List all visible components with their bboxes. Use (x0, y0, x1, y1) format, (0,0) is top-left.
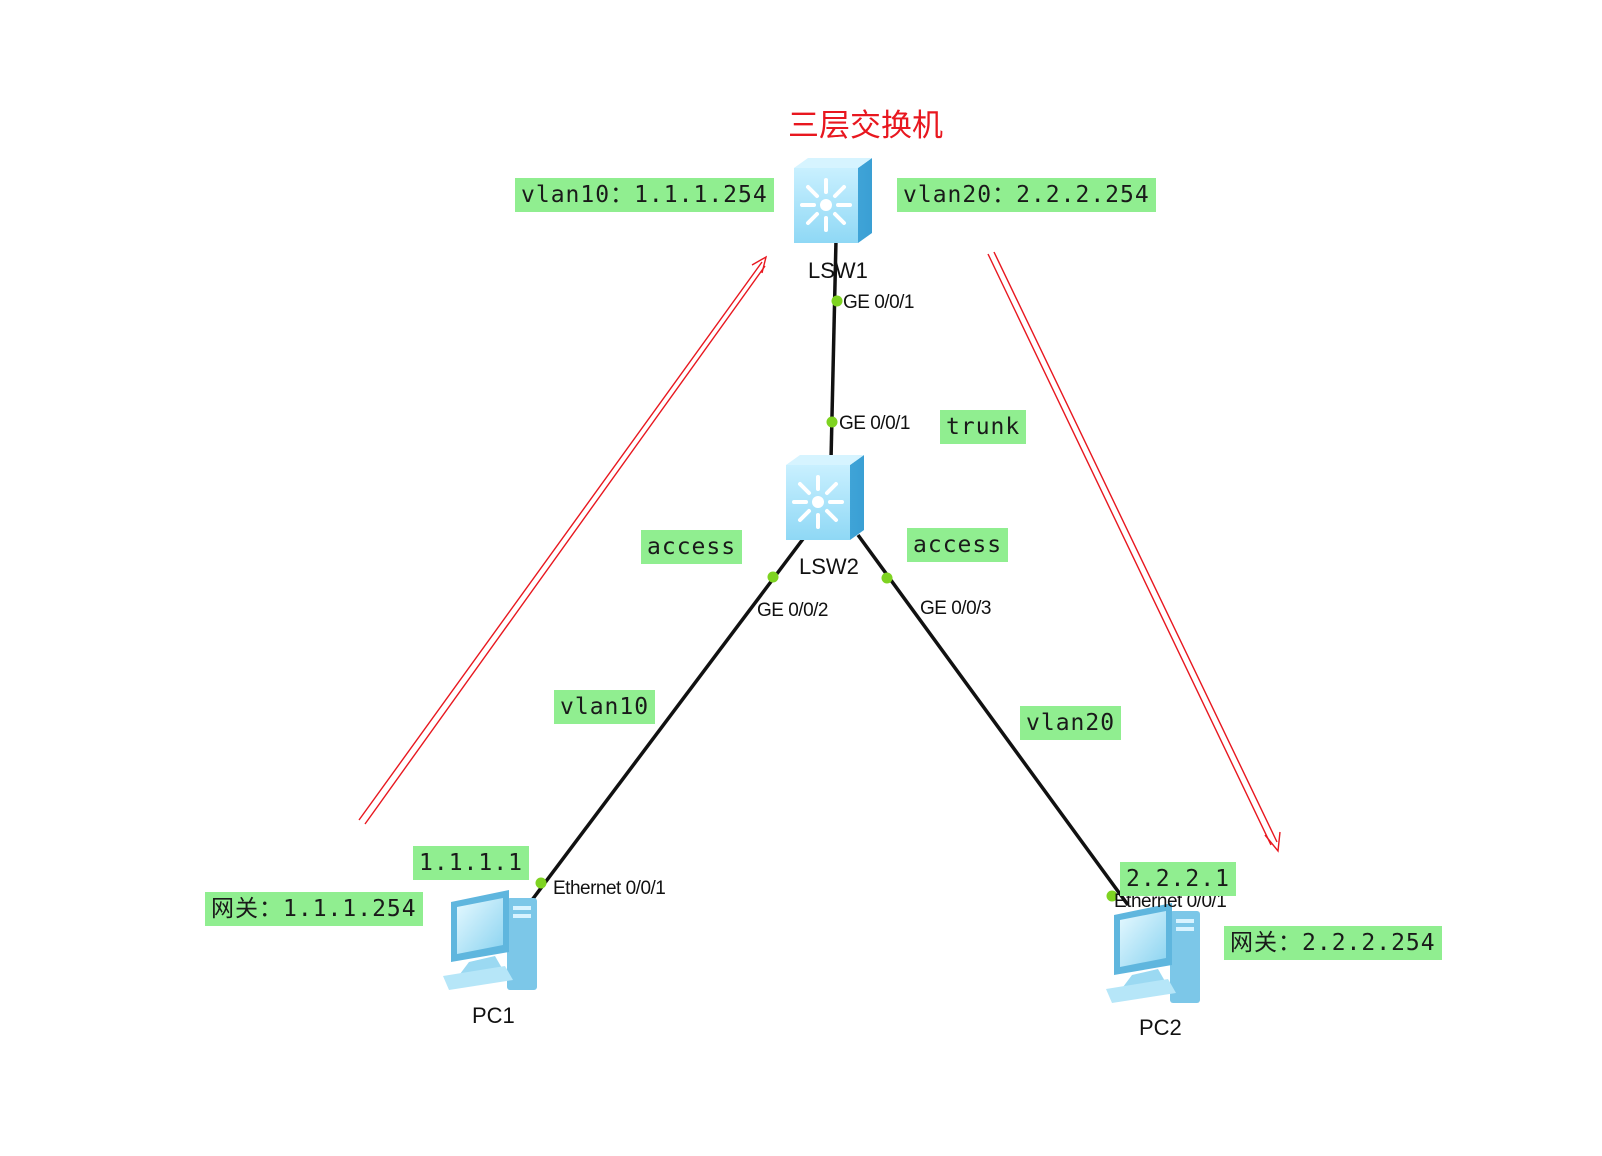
pc-icon[interactable] (443, 890, 537, 990)
diagram-title: 三层交换机 (788, 108, 943, 144)
port-dots (535, 295, 1118, 902)
link-lsw2-pc1[interactable] (530, 533, 808, 902)
port-dot-lsw2-ge003 (881, 572, 893, 584)
port-label-pc2-eth: Ethernet 0/0/1 (1114, 891, 1227, 912)
port-dot-pc1-eth (535, 877, 547, 889)
switch-icon[interactable] (786, 455, 864, 540)
arrow-lsw1-to-pc2 (987, 251, 1281, 853)
port-label-lsw2-ge002: GE 0/0/2 (757, 600, 829, 621)
note-vlan10: vlan10 (554, 690, 656, 724)
port-label-lsw2-ge001: GE 0/0/1 (839, 413, 911, 434)
switch-icon[interactable] (794, 158, 872, 243)
note-vlan20: vlan20 (1020, 706, 1122, 740)
note-pc2-gateway: 网关：2.2.2.254 (1224, 926, 1442, 960)
port-dot-lsw2-ge001 (826, 416, 838, 428)
port-label-lsw1-ge001: GE 0/0/1 (843, 292, 915, 313)
note-pc1-gateway: 网关：1.1.1.254 (205, 892, 423, 926)
note-pc2-ip: 2.2.2.1 (1120, 862, 1236, 896)
note-trunk: trunk (940, 410, 1027, 444)
device-label-lsw2: LSW2 (799, 554, 859, 579)
device-label-pc1: PC1 (472, 1003, 515, 1028)
port-label-lsw2-ge003: GE 0/0/3 (920, 598, 992, 619)
link-lsw2-pc2[interactable] (856, 533, 1130, 907)
note-vlan20-gateway: vlan20：2.2.2.254 (897, 178, 1156, 212)
port-dot-pc2-eth (1106, 890, 1118, 902)
note-pc1-ip: 1.1.1.1 (413, 846, 529, 880)
note-access-left: access (641, 530, 743, 564)
device-label-lsw1: LSW1 (808, 258, 868, 283)
device-label-pc2: PC2 (1139, 1015, 1182, 1040)
note-access-right: access (907, 528, 1009, 562)
port-dot-lsw1-ge001 (831, 295, 843, 307)
port-label-pc1-eth: Ethernet 0/0/1 (553, 878, 666, 899)
arrow-pc1-to-lsw1 (358, 255, 768, 825)
note-vlan10-gateway: vlan10：1.1.1.254 (515, 178, 774, 212)
pc-icon[interactable] (1106, 903, 1200, 1003)
port-dot-lsw2-ge002 (767, 571, 779, 583)
